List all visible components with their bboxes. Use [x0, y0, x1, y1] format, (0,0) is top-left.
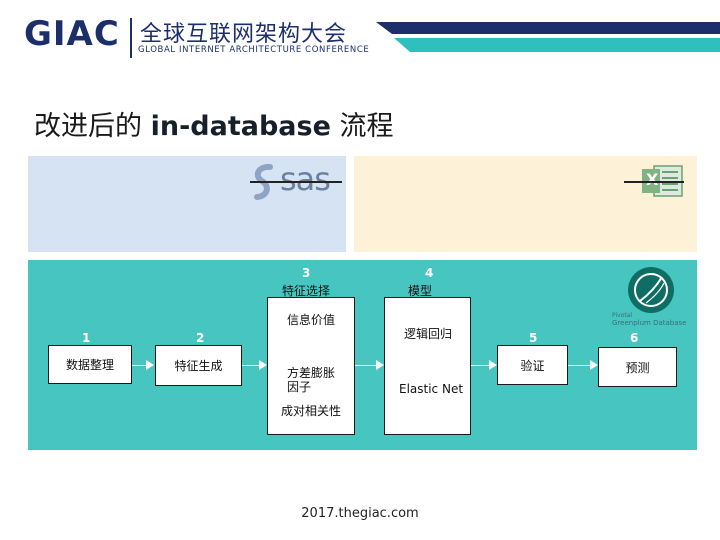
step-3-item-variance-inflation: 方差膨胀 — [287, 366, 336, 380]
step-3-box: 信息价值 方差膨胀 因子 成对相关性 — [267, 297, 355, 435]
excel-logo-letter: X — [646, 170, 659, 189]
arrow-5-6 — [568, 365, 590, 366]
sas-strikethrough — [250, 181, 342, 183]
step-1-box: 数据整理 — [48, 345, 132, 384]
greenplum-logo-line2: Greenplum Database — [612, 319, 687, 327]
sas-logo-text: sas — [280, 160, 331, 198]
arrow-1-2 — [132, 365, 147, 366]
slide-title: 改进后的 in-database 流程 — [34, 104, 393, 143]
step-3-number: 3 — [302, 266, 311, 280]
title-bold: in-database — [150, 111, 331, 142]
step-4-box: 逻辑回归 Elastic Net — [384, 297, 471, 435]
arrow-2-3-head — [259, 360, 267, 370]
logo-divider — [130, 18, 132, 58]
arrow-1-2-head — [146, 360, 154, 370]
step-6-label: 预测 — [625, 360, 650, 375]
step-5-label: 验证 — [520, 358, 545, 373]
logo-chinese-name: 全球互联网架构大会 — [140, 22, 348, 47]
arrow-3-4 — [355, 365, 376, 366]
step-3-item-factor: 因子 — [287, 380, 312, 394]
header-stripes — [376, 22, 720, 52]
arrow-4-5-head — [489, 360, 497, 370]
step-4-header: 模型 — [408, 284, 433, 298]
step-1-number: 1 — [82, 331, 91, 345]
arrow-2-3 — [242, 365, 260, 366]
step-5-box: 验证 — [497, 345, 568, 385]
step-2-box: 特征生成 — [155, 345, 242, 386]
arrow-5-6-head — [590, 360, 598, 370]
excel-strikethrough — [624, 181, 684, 183]
step-3-item-information-value: 信息价值 — [287, 313, 336, 327]
arrow-4-5 — [471, 365, 489, 366]
sas-panel — [28, 156, 346, 252]
excel-panel — [354, 156, 697, 252]
logo-english-name: GLOBAL INTERNET ARCHITECTURE CONFERENCE — [138, 45, 370, 55]
step-1-label: 数据整理 — [65, 358, 114, 372]
step-3-item-pairwise-correlation: 成对相关性 — [281, 404, 342, 418]
greenplum-logo-line1: Pivotal — [612, 312, 633, 319]
title-prefix: 改进后的 — [34, 111, 151, 142]
footer-url: 2017.thegiac.com — [301, 506, 419, 521]
step-4-item-elastic-net: Elastic Net — [399, 382, 464, 396]
step-6-box: 预测 — [598, 347, 677, 387]
arrow-3-4-head — [376, 360, 384, 370]
greenplum-logo-icon — [628, 267, 674, 313]
step-6-number: 6 — [630, 331, 639, 345]
step-3-header: 特征选择 — [282, 284, 331, 298]
step-5-number: 5 — [529, 331, 538, 345]
step-4-number: 4 — [425, 266, 434, 280]
step-4-item-logistic-regression: 逻辑回归 — [404, 327, 453, 341]
title-suffix: 流程 — [330, 111, 394, 142]
step-2-label: 特征生成 — [174, 359, 223, 373]
step-2-number: 2 — [196, 331, 205, 345]
process-panel — [28, 260, 697, 450]
giac-logo: GIAC — [24, 14, 120, 54]
